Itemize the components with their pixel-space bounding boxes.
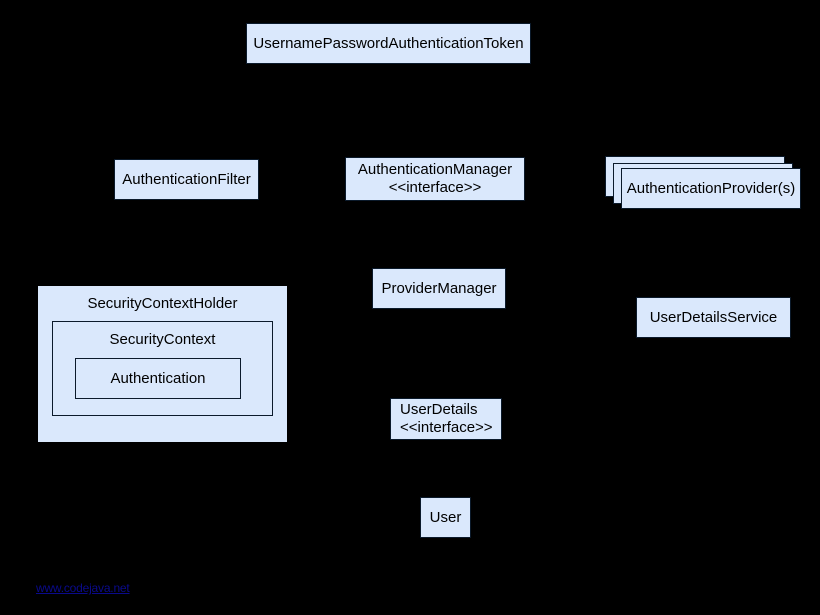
node-authentication-filter[interactable]: AuthenticationFilter	[114, 159, 259, 200]
node-authentication[interactable]: Authentication	[75, 358, 241, 399]
node-username-password-authentication-token[interactable]: UsernamePasswordAuthenticationToken	[246, 23, 531, 64]
node-user[interactable]: User	[420, 497, 471, 538]
node-authentication-providers[interactable]: AuthenticationProvider(s)	[621, 168, 801, 209]
node-user-details[interactable]: UserDetails <<interface>>	[390, 398, 502, 440]
node-provider-manager[interactable]: ProviderManager	[372, 268, 506, 309]
node-user-details-service[interactable]: UserDetailsService	[636, 297, 791, 338]
node-authentication-manager[interactable]: AuthenticationManager <<interface>>	[345, 157, 525, 201]
footer-site-link[interactable]: www.codejava.net	[36, 581, 130, 595]
